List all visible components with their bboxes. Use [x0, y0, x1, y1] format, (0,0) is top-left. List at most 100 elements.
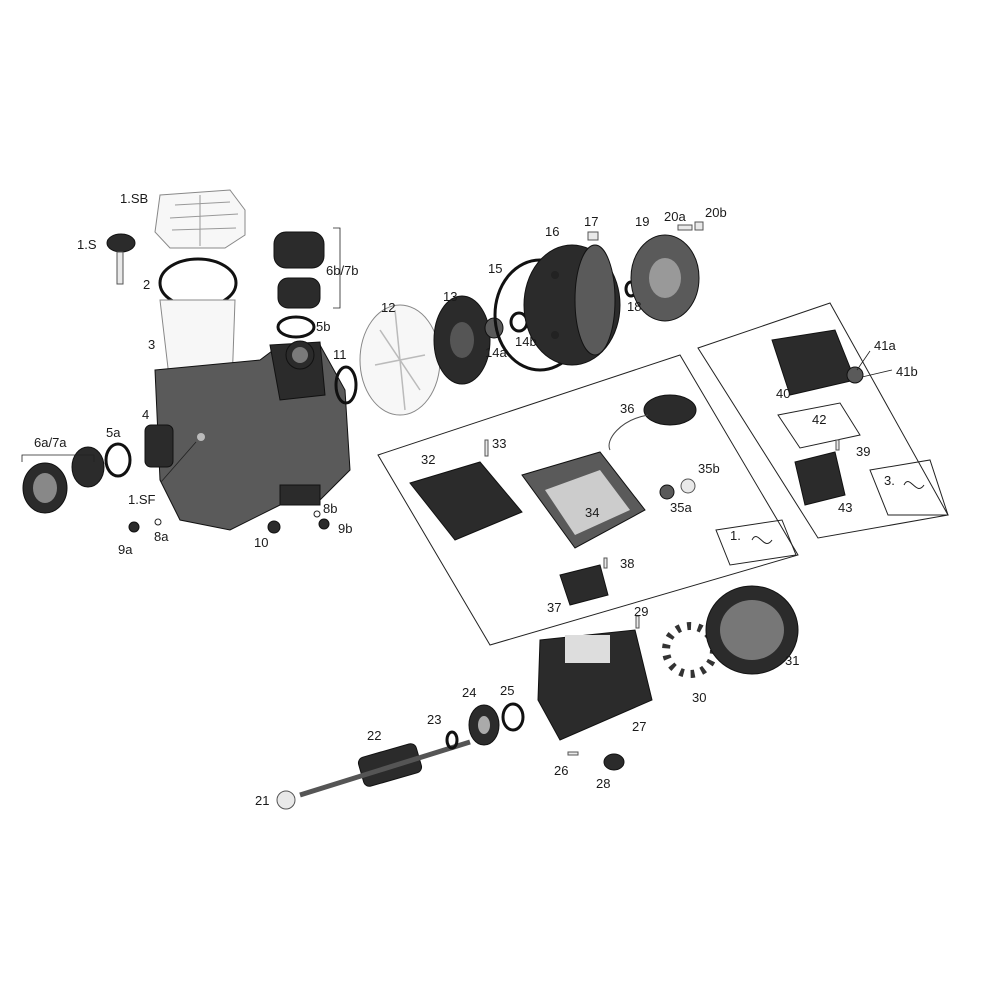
- nut-20b: [694, 221, 704, 231]
- label-23: 23: [427, 712, 441, 727]
- label-1S: 1.S: [77, 237, 97, 252]
- label-35a: 35a: [670, 500, 692, 515]
- label-5b: 5b: [316, 319, 330, 334]
- label-8a: 8a: [154, 529, 169, 544]
- label-32: 32: [421, 452, 435, 467]
- terminal-block-37: [559, 564, 609, 606]
- label-12: 12: [381, 300, 395, 315]
- cable-gland-35a: [659, 484, 675, 500]
- label-39: 39: [856, 444, 870, 459]
- label-29: 29: [634, 604, 648, 619]
- label-3: 3: [148, 337, 155, 352]
- washer-8b: [313, 510, 321, 518]
- label-9b: 9b: [338, 521, 352, 536]
- label-14a: 14a: [485, 345, 507, 360]
- rotor-shaft: [299, 739, 471, 798]
- label-15: 15: [488, 261, 502, 276]
- screw-17: [587, 231, 599, 241]
- label-36: 36: [620, 401, 634, 416]
- label-31: 31: [785, 653, 799, 668]
- label-18: 18: [627, 299, 641, 314]
- label-2: 2: [143, 277, 150, 292]
- label-6a7a: 6a/7a: [34, 435, 67, 450]
- label-33: 33: [492, 436, 506, 451]
- label-14b: 14b: [515, 334, 537, 349]
- strainer-basket-lid: [154, 189, 246, 249]
- label-1SB: 1.SB: [120, 191, 148, 206]
- label-5a: 5a: [106, 425, 121, 440]
- label-35b: 35b: [698, 461, 720, 476]
- screw-38: [603, 557, 608, 569]
- label-13: 13: [443, 289, 457, 304]
- label-42: 42: [812, 412, 826, 427]
- option-3-tag-box: [869, 459, 949, 516]
- label-22: 22: [367, 728, 381, 743]
- circlip-23: [445, 730, 459, 750]
- pump-housing: [144, 340, 351, 531]
- bearing-21: [276, 790, 296, 810]
- label-24: 24: [462, 685, 476, 700]
- label-27: 27: [632, 719, 646, 734]
- terminal-box-cover: [409, 461, 523, 541]
- label-41b: 41b: [896, 364, 918, 379]
- label-43: 43: [838, 500, 852, 515]
- screw-9a: [128, 521, 140, 533]
- screw-26: [567, 751, 579, 756]
- label-8b: 8b: [323, 501, 337, 516]
- label-20b: 20b: [705, 205, 727, 220]
- impeller: [433, 295, 491, 385]
- option-1-tag-box: [715, 519, 797, 566]
- label-26: 26: [554, 763, 568, 778]
- label-10: 10: [254, 535, 268, 550]
- label-4: 4: [142, 407, 149, 422]
- seal-plate: [523, 244, 621, 366]
- lid-knob: [106, 233, 136, 285]
- plug-10: [267, 520, 281, 534]
- label-41a: 41a: [874, 338, 896, 353]
- bolt-20a: [677, 224, 693, 231]
- option-1-frame: [377, 354, 799, 646]
- capacitor: [608, 394, 697, 451]
- bearing-24: [468, 704, 500, 746]
- terminal-box: [521, 451, 646, 549]
- label-tag3: 3.: [884, 473, 895, 488]
- gasket-42: [777, 402, 861, 449]
- label-9a: 9a: [118, 542, 133, 557]
- screw-9b: [318, 518, 330, 530]
- tilde-1: [751, 536, 773, 544]
- screw-29: [635, 615, 640, 629]
- screw-39: [835, 439, 840, 451]
- motor-body: [537, 629, 653, 741]
- terminal-block-43: [794, 451, 846, 506]
- label-30: 30: [692, 690, 706, 705]
- cable-gland-41: [846, 366, 864, 384]
- union-6a-7a: [21, 442, 132, 514]
- label-37: 37: [547, 600, 561, 615]
- adapter-flange: [630, 234, 700, 322]
- label-1SF: 1.SF: [128, 492, 156, 507]
- label-21: 21: [255, 793, 269, 808]
- label-20a: 20a: [664, 209, 686, 224]
- label-25: 25: [500, 683, 514, 698]
- o-ring-11: [334, 365, 358, 405]
- washer-8a: [154, 518, 162, 526]
- label-6b7b: 6b/7b: [326, 263, 359, 278]
- label-28: 28: [596, 776, 610, 791]
- tilde-3: [903, 481, 925, 489]
- foot-28: [603, 753, 625, 771]
- cable-gland-35b: [680, 478, 696, 494]
- union-6b-7b: [273, 227, 341, 339]
- label-tag1: 1.: [730, 528, 741, 543]
- fan-cover: [705, 585, 799, 675]
- wave-washer-25: [501, 702, 525, 732]
- label-34: 34: [585, 505, 599, 520]
- diffuser: [359, 304, 441, 416]
- label-38: 38: [620, 556, 634, 571]
- screw-33: [484, 439, 489, 457]
- label-17: 17: [584, 214, 598, 229]
- label-16: 16: [545, 224, 559, 239]
- label-19: 19: [635, 214, 649, 229]
- label-11: 11: [333, 347, 347, 362]
- label-40: 40: [776, 386, 790, 401]
